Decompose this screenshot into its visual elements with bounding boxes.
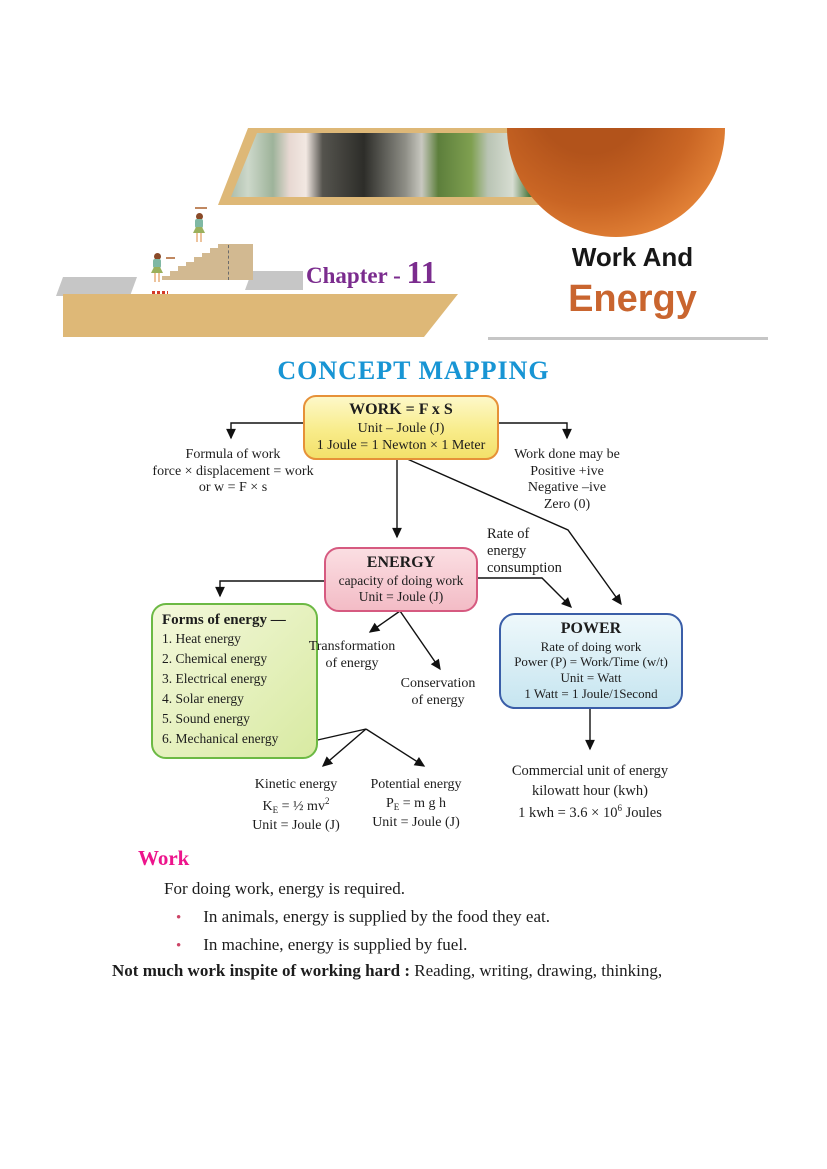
note-line: Not much work inspite of working hard : … xyxy=(112,961,662,981)
power-box-line: Unit = Watt xyxy=(560,670,622,686)
work-box-title: WORK = F x S xyxy=(349,401,453,418)
stairs-illustration xyxy=(100,205,270,300)
note-bold-text: Not much work inspite of working hard : xyxy=(112,961,410,980)
energy-box-line: capacity of doing work xyxy=(338,572,464,588)
label-line: kilowatt hour (kwh) xyxy=(532,783,648,800)
label-line: Zero (0) xyxy=(543,496,591,512)
forms-box-title: Forms of energy — xyxy=(162,612,286,628)
gray-platform-right xyxy=(245,271,303,290)
label-line: Commercial unit of energy xyxy=(511,763,669,779)
section-heading-work: Work xyxy=(138,846,190,870)
potential-formula: PE = m g h xyxy=(385,795,447,812)
title-energy: Energy xyxy=(568,278,697,320)
label-line: consumption xyxy=(487,560,562,577)
work-box-line: Unit – Joule (J) xyxy=(357,420,445,436)
energy-box: ENERGY capacity of doing work Unit = Jou… xyxy=(324,547,478,613)
chapter-title: Work And Energy xyxy=(520,242,745,321)
chapter-number: 11 xyxy=(406,254,437,290)
label-line: of energy xyxy=(411,692,465,708)
label-work-done-may-be: Work done may be Positive +ive Negative … xyxy=(487,447,647,513)
power-box-line: Power (P) = Work/Time (w/t) xyxy=(514,654,668,670)
title-work-and: Work And xyxy=(571,242,694,272)
bullet-icon: • xyxy=(176,938,182,954)
tan-band-bar xyxy=(63,294,458,337)
forms-item: 1. Heat energy xyxy=(162,631,241,647)
kinetic-title: Kinetic energy xyxy=(254,777,338,792)
bullet-icon: • xyxy=(176,910,182,926)
tiny-label-marks xyxy=(195,207,207,209)
concept-mapping-title: CONCEPT MAPPING xyxy=(277,356,550,385)
work-box-line: 1 Joule = 1 Newton × 1 Meter xyxy=(316,437,486,453)
label-line: Work done may be xyxy=(514,447,620,462)
forms-item: 5. Sound energy xyxy=(162,711,250,727)
work-box: WORK = F x S Unit – Joule (J) 1 Joule = … xyxy=(303,395,499,460)
energy-box-title: ENERGY xyxy=(366,554,436,571)
forms-item: 2. Chemical energy xyxy=(162,651,268,667)
power-box-line: 1 Watt = 1 Joule/1Second xyxy=(524,686,658,702)
potential-unit: Unit = Joule (J) xyxy=(372,814,460,830)
chapter-prefix: Chapter - xyxy=(306,263,407,288)
tiny-label-marks xyxy=(166,257,175,259)
label-rate-of-energy-consumption: Rate of energy consumption xyxy=(487,526,597,577)
label-line: Formula of work xyxy=(185,447,281,462)
intro-paragraph: For doing work, energy is required. xyxy=(164,879,405,898)
label-kinetic-energy: Kinetic energy KE = ½ mv2 Unit = Joule (… xyxy=(238,776,354,836)
kinetic-formula: KE = ½ mv2 xyxy=(262,795,330,815)
label-conservation-of-energy: Conservation of energy xyxy=(384,676,492,709)
label-line: Negative –ive xyxy=(527,480,607,496)
forms-item: 4. Solar energy xyxy=(162,691,244,707)
gray-platform-left xyxy=(56,277,137,296)
power-box-line: Rate of doing work xyxy=(540,638,642,654)
chapter-label: Chapter - 11 xyxy=(306,254,466,291)
label-line: Positive +ive xyxy=(530,463,604,479)
energy-box-line: Unit = Joule (J) xyxy=(358,588,444,604)
label-line: of energy xyxy=(325,655,379,671)
note-rest-text: Reading, writing, drawing, thinking, xyxy=(410,961,663,980)
label-potential-energy: Potential energy PE = m g h Unit = Joule… xyxy=(356,776,476,833)
label-line: Conservation xyxy=(400,676,476,691)
label-line: Transformation xyxy=(308,639,396,654)
height-dashed-line xyxy=(228,245,229,280)
label-commercial-unit: Commercial unit of energy kilowatt hour … xyxy=(478,761,702,823)
staircase xyxy=(162,244,253,280)
kinetic-unit: Unit = Joule (J) xyxy=(252,817,340,833)
commercial-formula: 1 kwh = 3.6 × 106 Joules xyxy=(518,802,662,821)
label-line: Rate of xyxy=(487,526,530,542)
label-line: energy xyxy=(487,543,527,560)
power-box-title: POWER xyxy=(560,620,622,637)
label-line: or w = F × s xyxy=(198,480,268,496)
potential-title: Potential energy xyxy=(370,777,462,792)
tiny-label-marks xyxy=(152,291,168,294)
forms-item: 3. Electrical energy xyxy=(162,671,268,687)
power-box: POWER Rate of doing work Power (P) = Wor… xyxy=(499,613,683,709)
label-formula-of-work: Formula of work force × displacement = w… xyxy=(133,447,333,497)
forms-item: 6. Mechanical energy xyxy=(162,731,279,747)
label-line: force × displacement = work xyxy=(152,463,314,479)
bullet-item: • In animals, energy is supplied by the f… xyxy=(176,907,550,927)
bullet-text: In animals, energy is supplied by the fo… xyxy=(203,907,550,926)
forms-of-energy-box: Forms of energy — 1. Heat energy 2. Chem… xyxy=(151,603,318,760)
title-underline xyxy=(488,337,768,340)
bullet-item: • In machine, energy is supplied by fuel. xyxy=(176,935,467,955)
orange-circle-decoration xyxy=(507,128,725,237)
label-transformation-of-energy: Transformation of energy xyxy=(298,639,406,672)
bullet-text: In machine, energy is supplied by fuel. xyxy=(203,935,468,954)
